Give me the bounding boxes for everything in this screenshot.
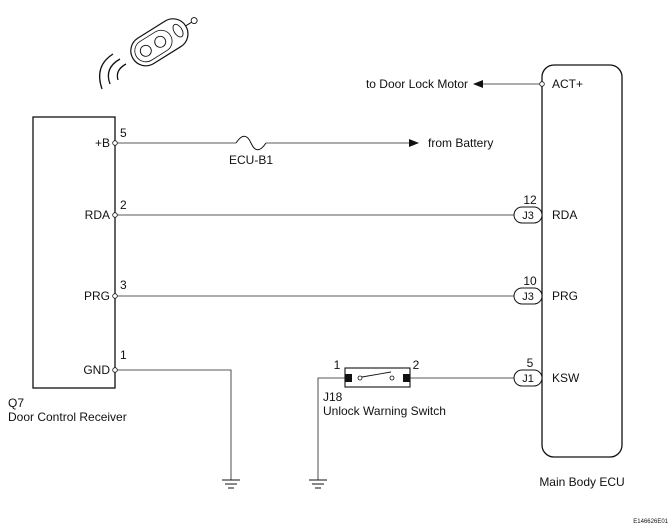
fuse-label: ECU-B1	[229, 153, 273, 167]
switch-name: Unlock Warning Switch	[323, 404, 446, 418]
ecu-pin-ksw-label: KSW	[552, 371, 580, 385]
ecu-pin-ksw-num: 5	[527, 356, 534, 370]
key-fob-icon	[99, 17, 198, 90]
receiver-box	[32, 116, 116, 389]
ecu-pin-rda-num: 12	[523, 193, 537, 207]
ecu-name: Main Body ECU	[539, 475, 624, 489]
receiver-pin-rda-num: 2	[120, 198, 127, 212]
ecu-pin-prg-label: PRG	[552, 289, 578, 303]
receiver-code: Q7	[8, 396, 24, 410]
ecu-connector-ksw	[513, 369, 543, 387]
ground-switch-icon	[309, 479, 327, 489]
receiver-pin-plus-b-label: +B	[95, 136, 110, 150]
wire-gnd	[115, 369, 232, 480]
battery-label: from Battery	[428, 136, 493, 150]
ground-receiver-icon	[222, 479, 240, 489]
fuse-symbol	[235, 135, 267, 151]
receiver-pin-rda-label: RDA	[85, 208, 110, 222]
motor-label: to Door Lock Motor	[366, 77, 468, 91]
pin-terminals	[112, 81, 545, 373]
ecu-connector-ksw-label: J1	[522, 373, 534, 385]
receiver-pin-gnd-num: 1	[120, 348, 127, 362]
ecu-pin-act-label: ACT+	[552, 77, 583, 91]
receiver-pin-plus-b-num: 5	[120, 126, 127, 140]
switch-code: J18	[323, 390, 343, 404]
ecu-connector-rda-label: J3	[522, 210, 534, 222]
ecu-connector-rda	[513, 206, 543, 224]
unlock-warning-switch	[344, 367, 411, 388]
receiver-pin-gnd-label: GND	[83, 363, 110, 377]
ecu-connector-prg	[513, 287, 543, 305]
ecu-box	[541, 64, 623, 458]
receiver-pin-prg-num: 3	[120, 278, 127, 292]
receiver-pin-prg-label: PRG	[84, 289, 110, 303]
ecu-pin-prg-num: 10	[523, 274, 537, 288]
wire-switch-gnd	[317, 377, 345, 480]
receiver-name: Door Control Receiver	[8, 410, 127, 424]
switch-pin-left: 1	[334, 358, 341, 372]
ecu-connector-prg-label: J3	[522, 291, 534, 303]
ecu-pin-rda-label: RDA	[552, 208, 577, 222]
switch-pin-right: 2	[413, 358, 420, 372]
image-code: E146626E01	[633, 519, 668, 525]
